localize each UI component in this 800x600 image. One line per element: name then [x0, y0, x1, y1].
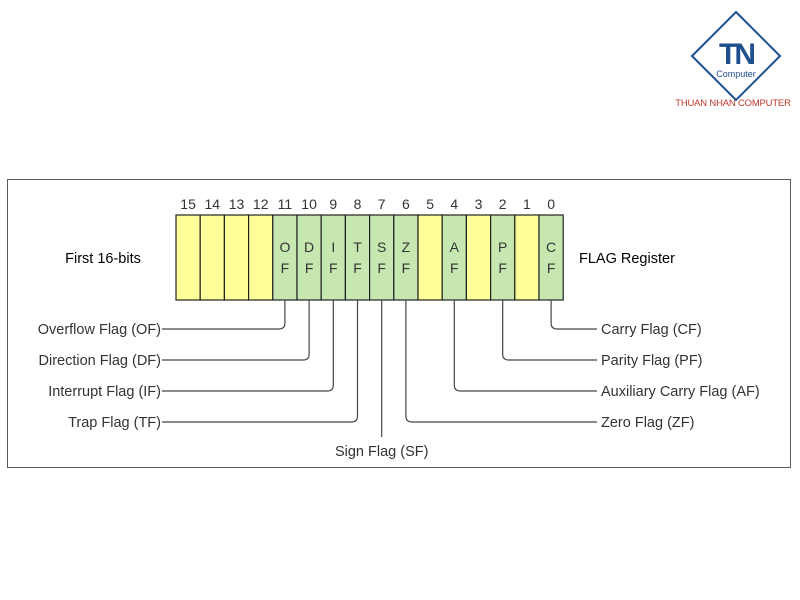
bit-index-4: 4: [450, 196, 458, 212]
bit-letter-8-top: T: [353, 239, 362, 255]
flag-label-direction-flag-df: Direction Flag (DF): [39, 353, 161, 369]
bit-cell-1: [514, 214, 540, 301]
bit-index-0: 0: [547, 196, 555, 212]
bit-index-13: 13: [229, 196, 245, 212]
bit-cell-2: [490, 214, 516, 301]
logo-mark-text: TN: [719, 38, 754, 71]
bit-cell-13: [223, 214, 250, 301]
bit-cell-7: [369, 214, 395, 301]
flag-label-trap-flag-tf: Trap Flag (TF): [68, 415, 161, 431]
bit-index-6: 6: [402, 196, 410, 212]
bit-letter-2-bottom: F: [498, 260, 507, 276]
flag-label-zero-flag-zf: Zero Flag (ZF): [601, 415, 694, 431]
bit-index-2: 2: [499, 196, 507, 212]
flag-labels: Overflow Flag (OF) Direction Flag (DF) Int…: [38, 322, 760, 460]
flag-register-label: FLAG Register: [579, 251, 675, 267]
bit-index-15: 15: [180, 196, 196, 212]
logo-caption: THUAN NHAN COMPUTER: [675, 98, 791, 109]
bit-letter-11-bottom: F: [281, 260, 290, 276]
bit-letter-7-bottom: F: [377, 260, 386, 276]
flag-label-overflow-flag-of: Overflow Flag (OF): [38, 322, 161, 338]
bit-letter-4-top: A: [450, 239, 460, 255]
bit-cell-15: [175, 214, 201, 301]
connector-parity-flag-pf: [502, 300, 597, 361]
bit-cell-9: [320, 214, 347, 301]
diagram-frame: [7, 179, 791, 468]
connector-zero-flag-zf: [405, 300, 597, 423]
bit-cell-5: [417, 214, 443, 301]
logo-mark-icon: TN Computer: [690, 10, 782, 102]
flag-label-sign-flag-sf: Sign Flag (SF): [335, 444, 428, 460]
bit-cell-14: [199, 214, 225, 301]
bit-letter-6-top: Z: [402, 239, 411, 255]
bit-cell-11: [272, 214, 298, 301]
bit-index-1: 1: [523, 196, 531, 212]
bit-cell-8: [344, 214, 371, 301]
bit-index-5: 5: [426, 196, 434, 212]
bit-index-8: 8: [354, 196, 362, 212]
bit-letter-2-top: P: [498, 239, 507, 255]
flag-connectors: [162, 300, 597, 437]
bit-letter-4-bottom: F: [450, 260, 459, 276]
bit-index-11: 11: [278, 196, 293, 212]
bit-cell-10: [296, 214, 322, 301]
first-16-bits-label: First 16-bits: [65, 251, 141, 267]
connector-interrupt-flag-if: [162, 300, 334, 392]
bit-letter-6-bottom: F: [402, 260, 411, 276]
bit-letter-8-bottom: F: [353, 260, 362, 276]
connector-auxiliary-carry-flag-af: [453, 300, 597, 392]
flag-label-auxiliary-carry-flag-af: Auxiliary Carry Flag (AF): [601, 384, 760, 400]
connector-direction-flag-df: [162, 300, 310, 361]
bit-letter-9-bottom: F: [329, 260, 338, 276]
logo-sub-text: Computer: [716, 69, 756, 79]
bit-letter-0-bottom: F: [547, 260, 556, 276]
bit-letter-7-top: S: [377, 239, 386, 255]
bit-cell-4: [441, 214, 468, 301]
bit-letter-0-top: C: [546, 239, 556, 255]
flag-label-interrupt-flag-if: Interrupt Flag (IF): [48, 384, 161, 400]
bit-index-9: 9: [329, 196, 337, 212]
bit-letter-9-top: I: [331, 239, 335, 255]
bit-letter-10-top: D: [304, 239, 314, 255]
bit-cell-3: [465, 214, 492, 301]
bit-index-14: 14: [205, 196, 221, 212]
connector-carry-flag-cf: [550, 300, 597, 330]
flag-label-carry-flag-cf: Carry Flag (CF): [601, 322, 702, 338]
connector-overflow-flag-of: [162, 300, 286, 330]
bit-index-10: 10: [301, 196, 317, 212]
bit-index-7: 7: [378, 196, 386, 212]
bit-cell-6: [393, 214, 419, 301]
bit-letter-10-bottom: F: [305, 260, 314, 276]
bit-index-3: 3: [475, 196, 483, 212]
bit-cell-0: [538, 214, 564, 301]
thuan-nhan-logo: TN Computer: [686, 8, 786, 118]
bit-cell-12: [248, 214, 274, 301]
flag-label-parity-flag-pf: Parity Flag (PF): [601, 353, 703, 369]
connector-trap-flag-tf: [162, 300, 359, 423]
bit-index-12: 12: [253, 196, 269, 212]
bit-letter-11-top: O: [279, 239, 290, 255]
